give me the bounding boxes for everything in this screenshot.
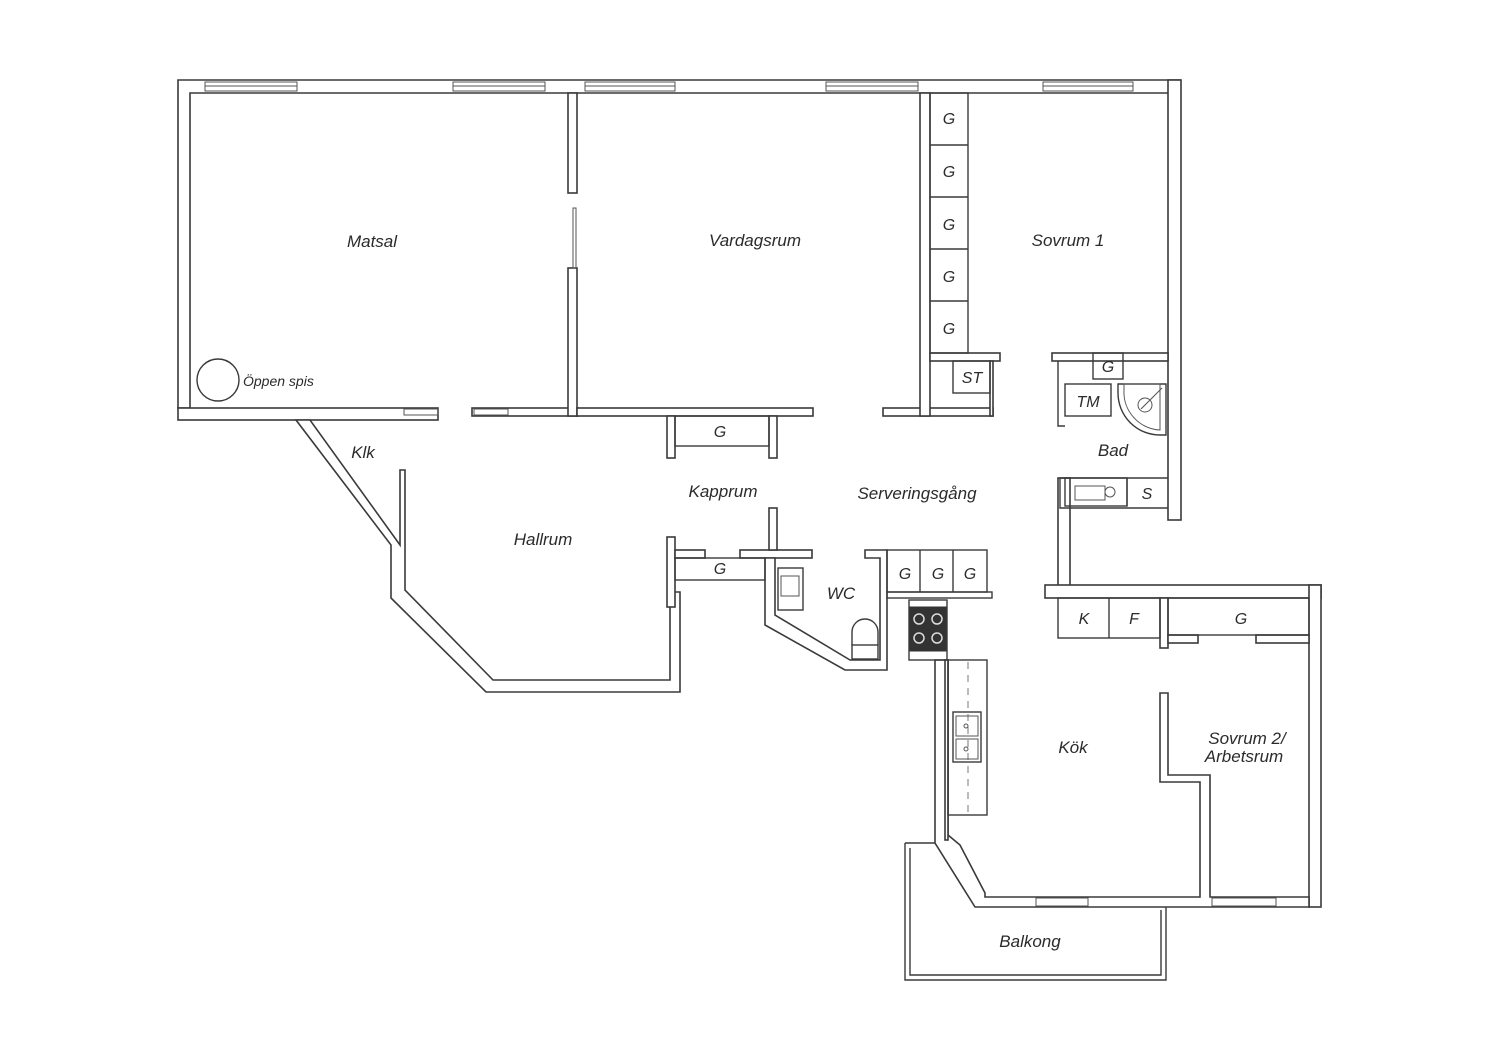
balcony [904,842,1167,981]
label-arbetsrum: Arbetsrum [1204,747,1283,766]
label-hallrum: Hallrum [514,530,573,549]
washer-label: TM [1076,394,1100,411]
label-klk: Klk [351,443,376,462]
label-wc: WC [827,584,856,603]
walls [177,79,1322,908]
wardrobe-label: G [964,566,976,583]
wardrobe-label: G [714,424,726,441]
wardrobe-label: G [943,217,955,234]
freezer-label: F [1129,611,1140,628]
wardrobe-label: G [943,321,955,338]
fixture-labels: G G G G G ST G TM S G G G G G K F G [714,111,1247,628]
wardrobe-label: G [943,111,955,128]
wardrobe-label: G [714,561,726,578]
room-labels: Matsal Vardagsrum Sovrum 1 Klk Hallrum K… [243,231,1288,951]
label-sovrum-2: Sovrum 2/ [1208,729,1288,748]
wardrobe-label: G [899,566,911,583]
cabinet-label: S [1142,486,1153,503]
label-vardagsrum: Vardagsrum [709,231,801,250]
label-oppen-spis: Öppen spis [243,372,314,389]
windows [204,81,1277,907]
wardrobe-label: G [943,269,955,286]
fridge-label: K [1079,611,1091,628]
label-sovrum-1: Sovrum 1 [1032,231,1105,250]
label-serveringsgang: Serveringsgång [857,484,977,503]
label-kok: Kök [1058,738,1089,757]
wardrobe-label: G [1102,359,1114,376]
furniture [196,92,1310,816]
wardrobe-label: G [1235,611,1247,628]
label-balkong: Balkong [999,932,1061,951]
wardrobe-label: G [943,164,955,181]
label-matsal: Matsal [347,232,398,251]
wardrobe-label: G [932,566,944,583]
storage-label: ST [962,370,984,387]
label-kapprum: Kapprum [689,482,758,501]
label-bad: Bad [1098,441,1129,460]
